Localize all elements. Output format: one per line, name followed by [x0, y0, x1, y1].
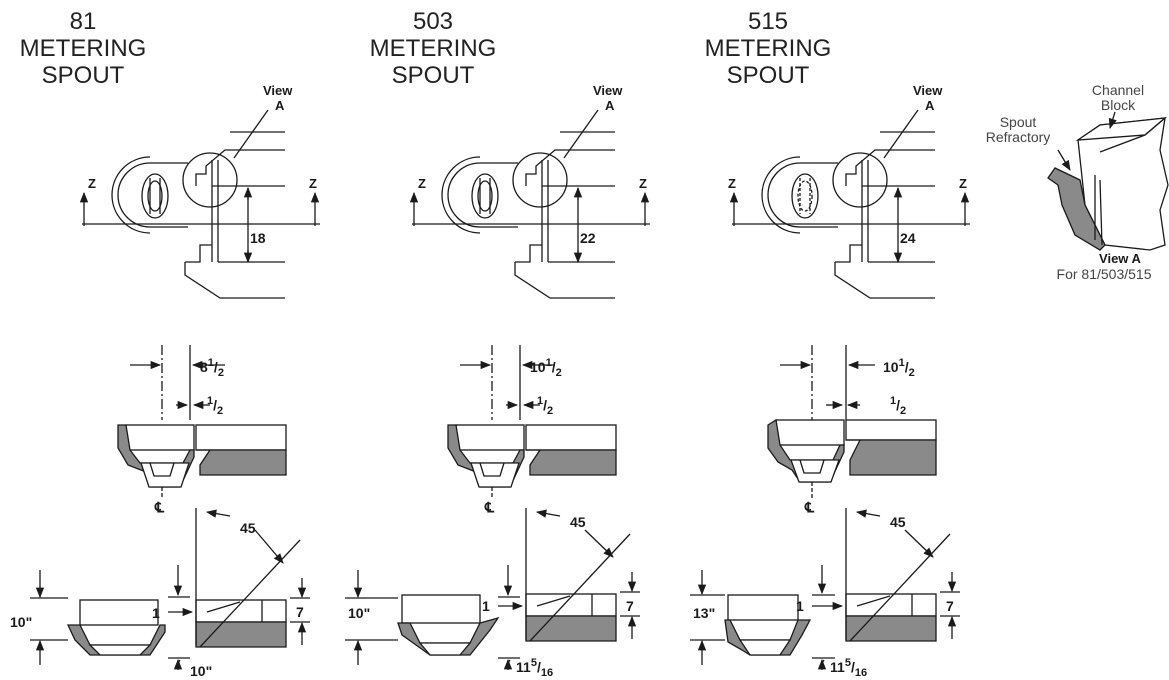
centerline-symbol: ℄	[804, 499, 815, 515]
right-height: 7	[626, 598, 634, 614]
top-dimension: 101/2	[530, 357, 562, 379]
centerline-symbol: ℄	[484, 499, 495, 515]
spout-word2: SPOUT	[391, 62, 475, 89]
spout-81-drawing: Z Z View A 18 81/2 1/2 ℄	[10, 83, 320, 679]
view-a-title: View A	[1099, 251, 1142, 266]
gap-dimension: 1	[482, 598, 490, 614]
angle: 45	[570, 514, 586, 530]
section-view	[117, 345, 287, 498]
top-dimension: 81/2	[200, 357, 224, 379]
elevation-view	[690, 508, 960, 670]
spout-word2: SPOUT	[41, 62, 125, 89]
z-label-left: Z	[88, 176, 96, 191]
view-label: View	[913, 83, 943, 98]
channel-block-label-1: Channel	[1092, 82, 1144, 98]
angle: 45	[890, 514, 906, 530]
left-height: 10"	[10, 614, 32, 630]
left-height: 10"	[348, 605, 370, 621]
offset-dimension: 1/2	[207, 395, 223, 417]
view-a-detail	[1047, 111, 1169, 251]
spout-title-515: 515 METERING SPOUT	[693, 8, 843, 89]
spout-number: 81	[69, 8, 97, 35]
left-height: 13"	[693, 605, 715, 621]
plan-view	[79, 109, 320, 299]
spout-word1: METERING	[19, 35, 147, 62]
offset-dimension: 1/2	[890, 395, 906, 417]
gap-dimension: 1	[796, 598, 804, 614]
angle: 45	[240, 520, 256, 536]
view-label: View	[593, 83, 623, 98]
spout-503-drawing: Z Z View A 22 101/2 1/2 ℄	[345, 83, 650, 679]
z-label-left: Z	[418, 176, 426, 191]
plan-dimension: 24	[900, 230, 916, 246]
spout-title-503: 503 METERING SPOUT	[358, 8, 508, 89]
bottom-dimension: 115/16	[830, 657, 867, 679]
spout-number: 503	[412, 8, 454, 35]
view-letter: A	[605, 98, 615, 113]
view-letter: A	[925, 98, 935, 113]
z-label-right: Z	[959, 176, 967, 191]
offset-dimension: 1/2	[537, 395, 553, 417]
bottom-dimension: 115/16	[516, 657, 553, 679]
z-label-left: Z	[728, 176, 736, 191]
view-letter: A	[275, 98, 285, 113]
spout-title-81: 81 METERING SPOUT	[8, 8, 158, 89]
channel-block-label-2: Block	[1101, 97, 1136, 113]
spout-refractory-label-2: Refractory	[986, 129, 1051, 145]
plan-dimension: 18	[250, 230, 266, 246]
spout-word2: SPOUT	[726, 62, 810, 89]
section-view	[447, 345, 617, 498]
spout-word1: METERING	[369, 35, 497, 62]
right-height: 7	[946, 598, 954, 614]
spout-refractory-label-1: Spout	[1000, 114, 1037, 130]
gap-dimension: 1	[152, 605, 160, 621]
view-label: View	[263, 83, 293, 98]
right-height: 7	[296, 604, 304, 620]
z-label-right: Z	[639, 176, 647, 191]
plan-view	[729, 109, 970, 299]
z-label-right: Z	[309, 176, 317, 191]
spout-word1: METERING	[704, 35, 832, 62]
plan-dimension: 22	[580, 230, 596, 246]
elevation-view	[345, 508, 640, 670]
spout-number: 515	[747, 8, 789, 35]
section-view	[767, 345, 937, 498]
top-dimension: 101/2	[883, 357, 915, 379]
view-a-subtitle: For 81/503/515	[1057, 266, 1152, 282]
centerline-symbol: ℄	[154, 499, 165, 515]
spout-515-drawing: Z Z View A 24 101/2 1/2 ℄	[690, 83, 970, 679]
elevation-view	[30, 508, 310, 670]
bottom-dimension: 10"	[190, 663, 212, 679]
plan-view	[409, 109, 650, 299]
